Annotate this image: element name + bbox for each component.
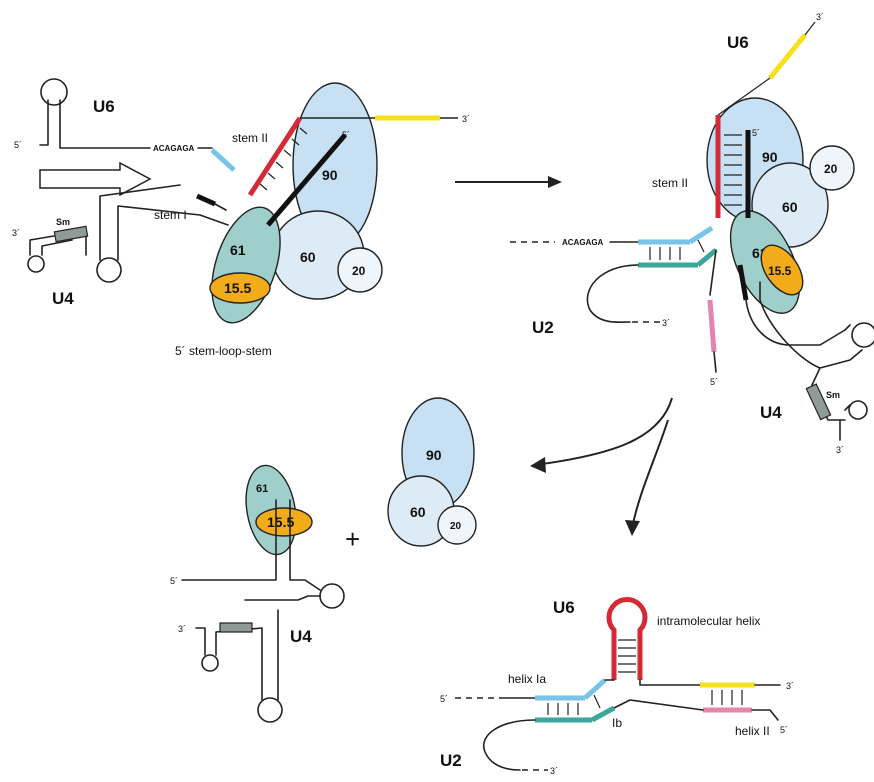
plus-sign: + [345, 524, 360, 554]
u2-five-prime-label-panel4: 5´ [780, 725, 788, 735]
u6-label-panel2: U6 [727, 33, 749, 52]
stem-ii-five-prime-label-panel2: 5´ [752, 128, 760, 138]
u6-label-panel4: U6 [553, 598, 575, 617]
u2-strand-panel4 [484, 720, 535, 770]
u6-strand-panel4-a [640, 680, 700, 685]
acagaga-label-panel1: ACAGAGA [153, 144, 195, 153]
u6-hairpin-loop [41, 79, 67, 105]
u4-loop-panel2-b [849, 401, 867, 419]
u2-three-prime-label-panel4: 3´ [550, 766, 558, 776]
u6-five-prime-label-panel4: 5´ [440, 694, 448, 704]
hollow-arrow [40, 163, 150, 195]
intramolecular-basepairs [618, 640, 636, 672]
sm-box-panel3 [220, 623, 252, 632]
u4-hairpin-loop-panel1 [97, 258, 121, 282]
u2-link-panel4 [614, 700, 703, 710]
stem-ii-label-panel1: stem II [232, 131, 268, 145]
panel-4-u2-u6-helices: U6 intramolecular helix 3´ 5´ helix II 5… [440, 598, 794, 776]
protein-60-label-panel2: 60 [782, 199, 798, 215]
sm-label-panel2: Sm [826, 390, 840, 400]
protein-90-label-panel3: 90 [426, 447, 442, 463]
protein-15-5-label: 15.5 [224, 280, 251, 296]
helix-ia-label: helix Ia [508, 672, 546, 686]
u4-connector-panel1 [100, 185, 228, 260]
protein-61-label: 61 [230, 242, 246, 258]
fork-arrow-to-panel-3 [535, 398, 672, 465]
stem-loop-stem-caption: 5´ stem-loop-stem [175, 344, 272, 358]
panel-3-released-u4: 90 60 20 + 61 15.5 5´ U4 3´ [170, 398, 476, 722]
u6-label-panel1: U6 [93, 97, 115, 116]
blue-helix-ib-panel2 [690, 228, 712, 242]
u4-small-loop-panel3 [202, 655, 218, 671]
stem-i-black-strand [197, 196, 215, 204]
u2-label-panel4: U2 [440, 751, 462, 770]
u4-label-panel2: U4 [760, 403, 782, 422]
u6-five-prime-label: 5´ [14, 140, 22, 150]
arrowhead-panel-4 [625, 520, 640, 536]
u4-loop-panel3-b [258, 698, 282, 722]
teal-helix-ib-panel2 [698, 250, 716, 265]
panel-1-u4-u6-snrnp: 5´ U6 ACAGAGA 90 60 20 61 15.5 3´ 5´ [12, 79, 470, 358]
yellow-segment-panel2 [770, 35, 805, 78]
protein-90-label: 90 [322, 167, 338, 183]
acagaga-label-panel2: ACAGAGA [562, 238, 604, 247]
u4-label-panel1: U4 [52, 289, 74, 308]
u6-three-prime-label-panel1: 3´ [462, 114, 470, 124]
protein-15-5-label-panel2: 15.5 [768, 264, 792, 278]
u4-three-prime-label-panel1: 3´ [12, 228, 20, 238]
protein-20-label: 20 [352, 264, 366, 278]
u4-five-prime-label-panel3: 5´ [170, 576, 178, 586]
u4-three-prime-label-panel2: 3´ [836, 445, 844, 455]
u4-loop-panel2-a [852, 323, 874, 347]
u6-tail-panel2 [805, 22, 815, 35]
protein-90-label-panel2: 90 [762, 149, 778, 165]
helix-ii-label: helix II [735, 724, 770, 738]
arrowhead-panel-3 [530, 457, 546, 473]
u2-three-prime-label-panel2: 3´ [662, 318, 670, 328]
protein-20-label-panel3: 20 [450, 521, 462, 532]
u4-label-panel3: U4 [290, 627, 312, 646]
u6-three-prime-label-panel2: 3´ [816, 12, 824, 22]
u4-small-loop-panel1 [28, 256, 44, 272]
protein-20-label-panel2: 20 [824, 162, 838, 176]
protein-60-label-panel3: 60 [410, 504, 426, 520]
helix-ib-label: Ib [612, 716, 622, 730]
protein-60-label: 60 [300, 249, 316, 265]
stem-ii-label-panel2: stem II [652, 176, 688, 190]
u2-strand-panel2 [587, 265, 638, 322]
u2-label-panel2: U2 [532, 318, 554, 337]
fork-arrow-to-panel-4 [632, 420, 668, 528]
u4-strand-panel3-b [245, 596, 320, 600]
u6-blue-segment [212, 150, 234, 170]
sm-label-panel1: Sm [56, 217, 70, 227]
u2-strand-panel4-right [752, 710, 778, 720]
intramolecular-helix-label: intramolecular helix [657, 614, 760, 628]
arrowhead-panel-2 [548, 176, 562, 188]
stem-ii-five-prime-label: 5´ [342, 130, 350, 140]
u2-pink-tail [714, 352, 716, 372]
u4-three-prime-label-panel3: 3´ [178, 624, 186, 634]
protein-61-label-panel3: 61 [256, 483, 268, 495]
blue-helix-ib-panel4 [585, 680, 605, 698]
teal-helix-ib-panel4 [592, 708, 614, 720]
helix-ii-basepairs [712, 690, 742, 705]
pink-segment-panel2 [710, 300, 714, 352]
panel-2-u2-u6-u4: U6 3´ 90 60 20 61 15.5 5´ stem II A [510, 12, 874, 455]
sm-box-panel1 [54, 226, 87, 241]
u6-three-prime-label-panel4: 3´ [786, 681, 794, 691]
u4-loop-panel3-a [320, 584, 344, 608]
pink-five-prime-label: 5´ [710, 377, 718, 387]
